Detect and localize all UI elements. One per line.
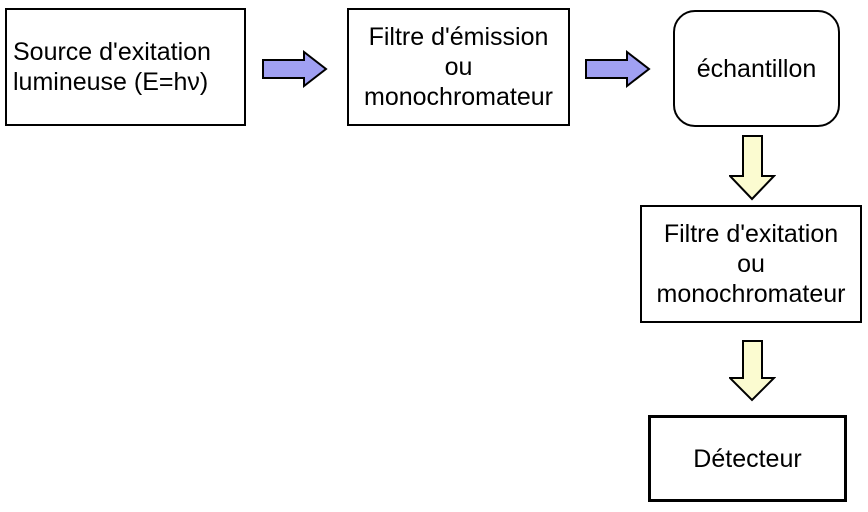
right-arrow-shape (262, 50, 328, 88)
down-arrow-icon (729, 135, 776, 201)
node-detecteur-label: Détecteur (693, 444, 802, 473)
right-arrow-icon (262, 50, 328, 88)
down-arrow-shape (729, 135, 776, 201)
node-filtre-emission-label: Filtre d'émission ou monochromateur (364, 23, 553, 111)
down-arrow-shape (729, 340, 776, 402)
node-source-excitation-label: Source d'exitation lumineuse (E=hν) (13, 38, 211, 96)
node-source-excitation: Source d'exitation lumineuse (E=hν) (5, 8, 246, 126)
node-filtre-exitation-label: Filtre d'exitation ou monochromateur (656, 220, 846, 308)
node-filtre-emission: Filtre d'émission ou monochromateur (347, 8, 570, 126)
node-detecteur: Détecteur (648, 415, 847, 502)
node-echantillon-label: échantillon (696, 54, 817, 83)
right-arrow-icon (585, 50, 651, 88)
node-filtre-exitation: Filtre d'exitation ou monochromateur (640, 205, 862, 323)
right-arrow-shape (585, 50, 651, 88)
node-echantillon: échantillon (673, 10, 840, 127)
down-arrow-icon (729, 340, 776, 402)
